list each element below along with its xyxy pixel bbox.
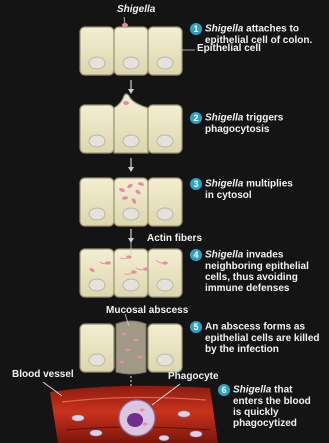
stage-1-cells (80, 17, 195, 75)
stage-3-cells (80, 178, 182, 226)
mucosal-abscess-shape (116, 321, 146, 374)
stage-2-cells (80, 94, 182, 153)
phagocyte-label: Phagocyte (168, 371, 219, 382)
actin-fibers-label: Actin fibers (147, 233, 202, 244)
phagocyte-cell (119, 400, 155, 436)
shigella-bacterium (122, 23, 128, 27)
step-number-badge: 3 (190, 178, 202, 190)
shigella-bacterium (123, 101, 129, 105)
step-number-badge: 1 (190, 23, 202, 35)
step-number-badge: 2 (190, 112, 202, 124)
mucosal-abscess-label: Mucosal abscess (106, 305, 188, 316)
blood-vessel-label: Blood vessel (12, 369, 74, 380)
blood-vessel-illustration (43, 382, 218, 443)
shigella-label: Shigella (117, 4, 155, 15)
stage-4-cells (80, 240, 182, 297)
step-number-badge: 5 (190, 321, 202, 333)
step-number-badge: 6 (218, 384, 230, 396)
stage-5-cells (80, 314, 182, 392)
step-number-badge: 4 (190, 249, 202, 261)
